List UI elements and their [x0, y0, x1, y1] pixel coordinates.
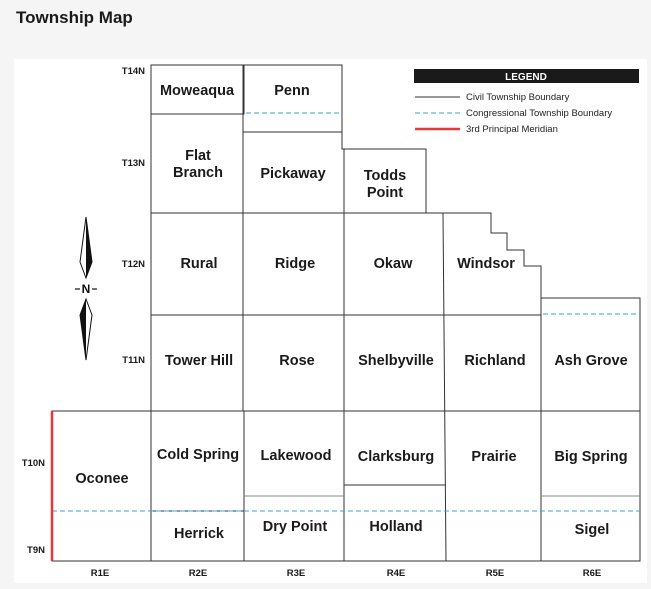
- col-label-r2e: R2E: [189, 568, 207, 579]
- col-label-r5e: R5E: [486, 568, 504, 579]
- township-lakewood: Lakewood: [261, 448, 332, 464]
- north-letter: N: [82, 282, 91, 296]
- township-oconee: Oconee: [75, 471, 128, 487]
- row-label-t11n: T11N: [122, 355, 145, 366]
- township-moweaqua: Moweaqua: [160, 83, 235, 99]
- township-big-spring: Big Spring: [554, 449, 627, 465]
- col-label-r4e: R4E: [387, 568, 405, 579]
- township-richland: Richland: [464, 353, 525, 369]
- legend-civil-label: Civil Township Boundary: [466, 92, 570, 103]
- col-label-r1e: R1E: [91, 568, 109, 579]
- township-ash-grove: Ash Grove: [554, 353, 627, 369]
- township-penn: Penn: [274, 83, 309, 99]
- legend-meridian-label: 3rd Principal Meridian: [466, 124, 558, 135]
- township-okaw: Okaw: [374, 256, 413, 272]
- township-holland: Holland: [369, 519, 422, 535]
- township-rose: Rose: [279, 353, 314, 369]
- township-pickaway: Pickaway: [260, 166, 325, 182]
- row-label-t10n: T10N: [22, 458, 45, 469]
- col-label-r3e: R3E: [287, 568, 305, 579]
- legend: LEGEND Civil Township Boundary Congressi…: [414, 69, 639, 135]
- legend-header: [414, 69, 639, 83]
- civil-boundaries: [51, 64, 641, 562]
- township-cold-spring: Cold Spring: [157, 447, 239, 463]
- row-label-t13n: T13N: [122, 158, 145, 169]
- congressional-boundaries: [52, 112, 640, 512]
- township-dry-point: Dry Point: [263, 519, 328, 535]
- township-windsor: Windsor: [457, 256, 515, 272]
- legend-title: LEGEND: [505, 72, 547, 83]
- row-label-t14n: T14N: [122, 66, 145, 77]
- column-labels: R1E R2E R3E R4E R5E R6E: [91, 568, 601, 579]
- township-prairie: Prairie: [471, 449, 516, 465]
- township-clarksburg: Clarksburg: [358, 449, 435, 465]
- row-labels: T14N T13N T12N T11N T10N T9N: [22, 66, 145, 556]
- page-title: Township Map: [16, 8, 133, 27]
- legend-congressional-label: Congressional Township Boundary: [466, 108, 612, 119]
- township-rural: Rural: [180, 256, 217, 272]
- township-shelbyville: Shelbyville: [358, 353, 434, 369]
- col-label-r6e: R6E: [583, 568, 601, 579]
- township-ridge: Ridge: [275, 256, 315, 272]
- north-arrow-icon: N: [75, 216, 97, 361]
- township-herrick: Herrick: [174, 526, 225, 542]
- outer-boundary: [51, 64, 641, 562]
- township-sigel: Sigel: [575, 522, 610, 538]
- township-tower-hill: Tower Hill: [165, 353, 233, 369]
- row-label-t12n: T12N: [122, 259, 145, 270]
- row-label-t9n: T9N: [27, 545, 45, 556]
